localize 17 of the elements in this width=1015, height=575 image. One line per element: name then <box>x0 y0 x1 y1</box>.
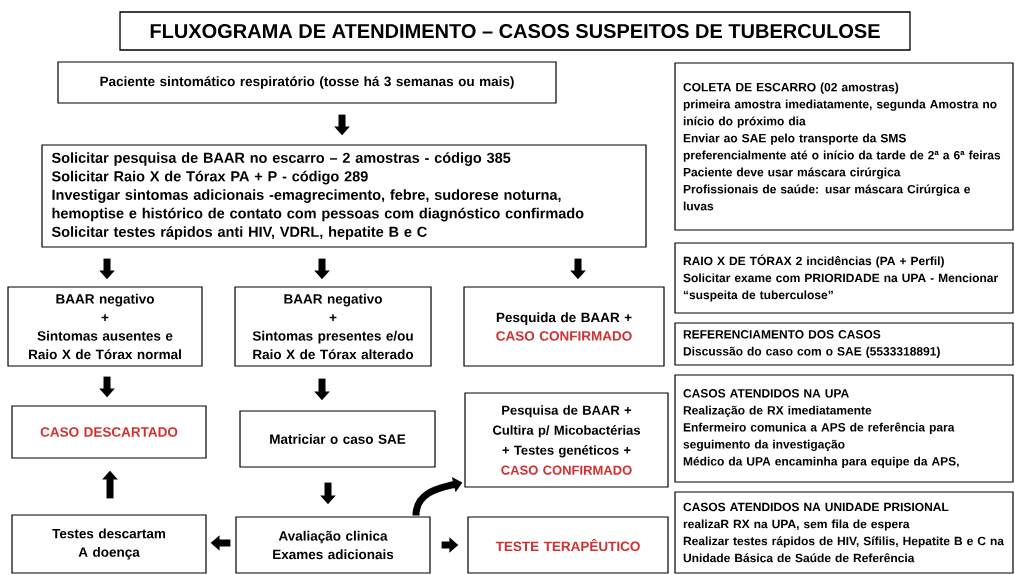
title-box: FLUXOGRAMA DE ATENDIMENTO – CASOS SUSPEITOS DE TUBERCULOSE <box>119 11 911 51</box>
process-box: Avaliação clinica Exames adicionais <box>235 516 431 574</box>
process-box: BAAR negativo + Sintomas ausentes e Raio X de Tórax normal <box>7 286 203 367</box>
process-box: Paciente sintomático respiratório (tosse há 3 semanas ou mais) <box>57 61 557 104</box>
note-box: CASOS ATENDIDOS NA UNIDADE PRISIONAL realizaR RX na UPA, sem fila de espera Realizar testes rápidos de HIV, Sífilis, Hepatite B e C na Unidade Básica de Saúde de Referência <box>674 491 1014 574</box>
process-box: Pesquida de BAAR + CASO CONFIRMADO <box>463 286 665 367</box>
process-box: CASO DESCARTADO <box>11 405 207 459</box>
process-box: Pesquisa de BAAR + Cultira p/ Micobactérias + Testes genéticos + CASO CONFIRMADO <box>464 392 669 488</box>
process-box: BAAR negativo + Sintomas presentes e/ou Raio X de Tórax alterado <box>234 286 432 367</box>
note-box: RAIO X DE TÓRAX 2 incidências (PA + Perfil) Solicitar exame com PRIORIDADE na UPA - Mencionar “suspeita de tuberculose” <box>674 242 1014 314</box>
note-box: COLETA DE ESCARRO (02 amostras) primeira amostra imediatamente, segunda Amostra no início do próximo dia Enviar ao SAE pelo transporte da SMS preferencialmente até o início da tarde de 2ª a 6ª feiras Paciente deve usar máscara cirúrgica Profissionais de saúde: usar máscara Cirúrgica e luvas <box>674 62 1014 231</box>
process-box: Matriciar o caso SAE <box>239 410 436 468</box>
process-box: Testes descartam A doença <box>11 514 207 574</box>
note-box: REFERENCIAMENTO DOS CASOS Discussão do caso com o SAE (5533318891) <box>674 322 1014 366</box>
process-box: Solicitar pesquisa de BAAR no escarro – 2 amostras - código 385 Solicitar Raio X de Tórax PA + P - código 289 Investigar sintomas adicionais -emagrecimento, febre, sudorese noturna, hemoptise e histórico de contato com pessoas com diagnóstico confirmado Solicitar testes rápidos anti HIV, VDRL, hepatite B e C <box>41 144 647 248</box>
note-box: CASOS ATENDIDOS NA UPA Realização de RX imediatamente Enfermeiro comunica a APS de referência para seguimento da investigação Médico da UPA encaminha para equipe da APS, <box>674 374 1014 483</box>
process-box: TESTE TERAPÊUTICO <box>467 516 669 574</box>
